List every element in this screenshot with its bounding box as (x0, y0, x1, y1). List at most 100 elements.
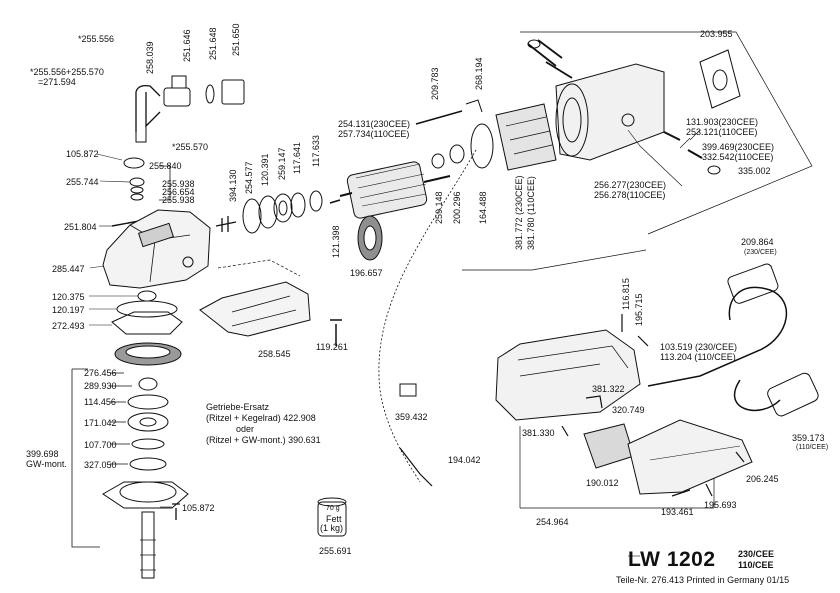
spindle (141, 511, 155, 579)
brush-399469 (687, 149, 703, 159)
screw-193461 (671, 489, 691, 497)
frame-bottom (462, 249, 715, 509)
label-p105872a: 105.872 (66, 149, 99, 159)
label-p120375: 120.375 (52, 292, 85, 302)
label-p394130: 394.130 (228, 169, 238, 202)
grease-part: 255.691 (319, 546, 352, 556)
label-p256654: 256.654 (162, 187, 195, 197)
label-p399469: 399.469(230CEE) (702, 142, 775, 152)
label-p381772: 381.772 (230CEE) (514, 175, 524, 250)
label-p120391: 120.391 (260, 153, 270, 186)
label-p285447: 285.447 (52, 264, 85, 274)
label-p268194: 268.194 (474, 57, 484, 90)
washer-117633 (309, 190, 323, 212)
bearing-259148 (431, 153, 445, 169)
label-p255840: 255.840 (149, 161, 182, 171)
label-p271594: =271.594 (38, 77, 76, 87)
label-p164488: 164.488 (478, 191, 488, 224)
terminal-359432 (399, 383, 417, 397)
gear-note-line1: (Ritzel + Kegelrad) 422.908 (206, 413, 316, 423)
switch-190012 (583, 423, 635, 469)
pinion-394130 (215, 216, 237, 232)
label-p196657: 196.657 (350, 268, 383, 278)
fitting-251650 (221, 79, 245, 105)
label-p117633: 117.633 (311, 135, 321, 167)
label-p256277: 256.277(230CEE) (594, 180, 667, 190)
label-p258039: 258.039 (145, 41, 155, 74)
handle-cover (627, 419, 753, 495)
label-p195693: 195.693 (704, 500, 737, 510)
bolt-119261 (330, 319, 342, 346)
label-p335002: 335.002 (738, 166, 771, 176)
washer-327050 (129, 457, 167, 471)
label-p276456: 276.456 (84, 368, 117, 378)
label-p255556: *255.556 (78, 34, 115, 44)
clip-320749 (585, 395, 603, 409)
label-p251646: 251.646 (182, 29, 192, 62)
label-p253121: 253.121(110CEE) (686, 127, 758, 137)
key-121398 (329, 199, 341, 204)
bearing-171042 (127, 412, 169, 432)
variant-110: 110/CEE (738, 560, 774, 570)
label-p103519: 103.519 (230/CEE) (660, 342, 738, 352)
label-p255570: *255.570 (172, 142, 209, 152)
spring-268194 (465, 99, 483, 113)
label-p105872b: 105.872 (182, 503, 215, 513)
label-p272493: 272.493 (52, 321, 85, 331)
ring-251648 (205, 84, 215, 104)
ring-120197 (116, 300, 178, 318)
grease-label2: (1 kg) (320, 523, 344, 533)
brush-131903 (663, 131, 681, 141)
label-p195715: 195.715 (634, 293, 644, 326)
label-p251650: 251.650 (231, 23, 241, 56)
brush-holder (527, 39, 573, 79)
spring-381330 (561, 425, 569, 437)
oring-256654 (130, 193, 144, 201)
screw-195715 (637, 335, 649, 347)
label-p254964: 254.964 (536, 517, 569, 527)
label-p203955: 203.955 (700, 29, 733, 39)
label-p254577: 254.577 (244, 161, 254, 194)
bearing-259147 (273, 193, 293, 223)
grease-tin (317, 501, 347, 537)
bearing-120375 (137, 290, 157, 302)
flange-272493 (111, 311, 183, 335)
variant-230: 230/CEE (738, 549, 775, 559)
lower-flange (102, 481, 189, 509)
plug-209864 (727, 263, 779, 304)
washer-255938 (130, 186, 144, 194)
label-p259147: 259.147 (277, 147, 287, 180)
valve-body (163, 87, 191, 107)
label-p121398: 121.398 (331, 225, 341, 258)
screw-209783 (415, 110, 463, 125)
label-p257734: 257.734(110CEE) (338, 129, 410, 139)
label-p259148: 259.148 (434, 191, 444, 224)
label-p381322: 381.322 (592, 384, 625, 394)
label-p289930: 289.930 (84, 381, 117, 391)
support-bracket (199, 281, 311, 337)
label-p359173s: (110/CEE) (796, 444, 829, 451)
washer-107700 (131, 438, 165, 450)
gear-note-line2: oder (236, 424, 255, 434)
label-p255744: 255.744 (66, 177, 99, 187)
ring-200296 (449, 144, 465, 164)
screw-206245 (735, 451, 745, 463)
armature (339, 161, 451, 219)
label-p209783: 209.783 (430, 67, 440, 100)
label-p107700: 107.700 (84, 440, 117, 450)
footer-note: Teile-Nr. 276.413 Printed in Germany 01/… (616, 575, 790, 585)
label-p251804: 251.804 (64, 222, 97, 232)
label-p119261: 119.261 (316, 342, 348, 352)
gear-housing (102, 209, 211, 289)
grease-weight: 70 g (326, 505, 340, 512)
model-title: LW 1202 (628, 548, 716, 571)
screw-195693 (705, 483, 713, 497)
field-coil (495, 103, 557, 171)
plug-359173 (767, 372, 819, 417)
label-p209864: 209.864 (741, 237, 774, 247)
label-p399698: 399.698 (26, 449, 59, 459)
label-p114456: 114.456 (84, 397, 116, 407)
label-p117641: 117.641 (292, 142, 302, 174)
label-p381330: 381.330 (522, 428, 555, 438)
